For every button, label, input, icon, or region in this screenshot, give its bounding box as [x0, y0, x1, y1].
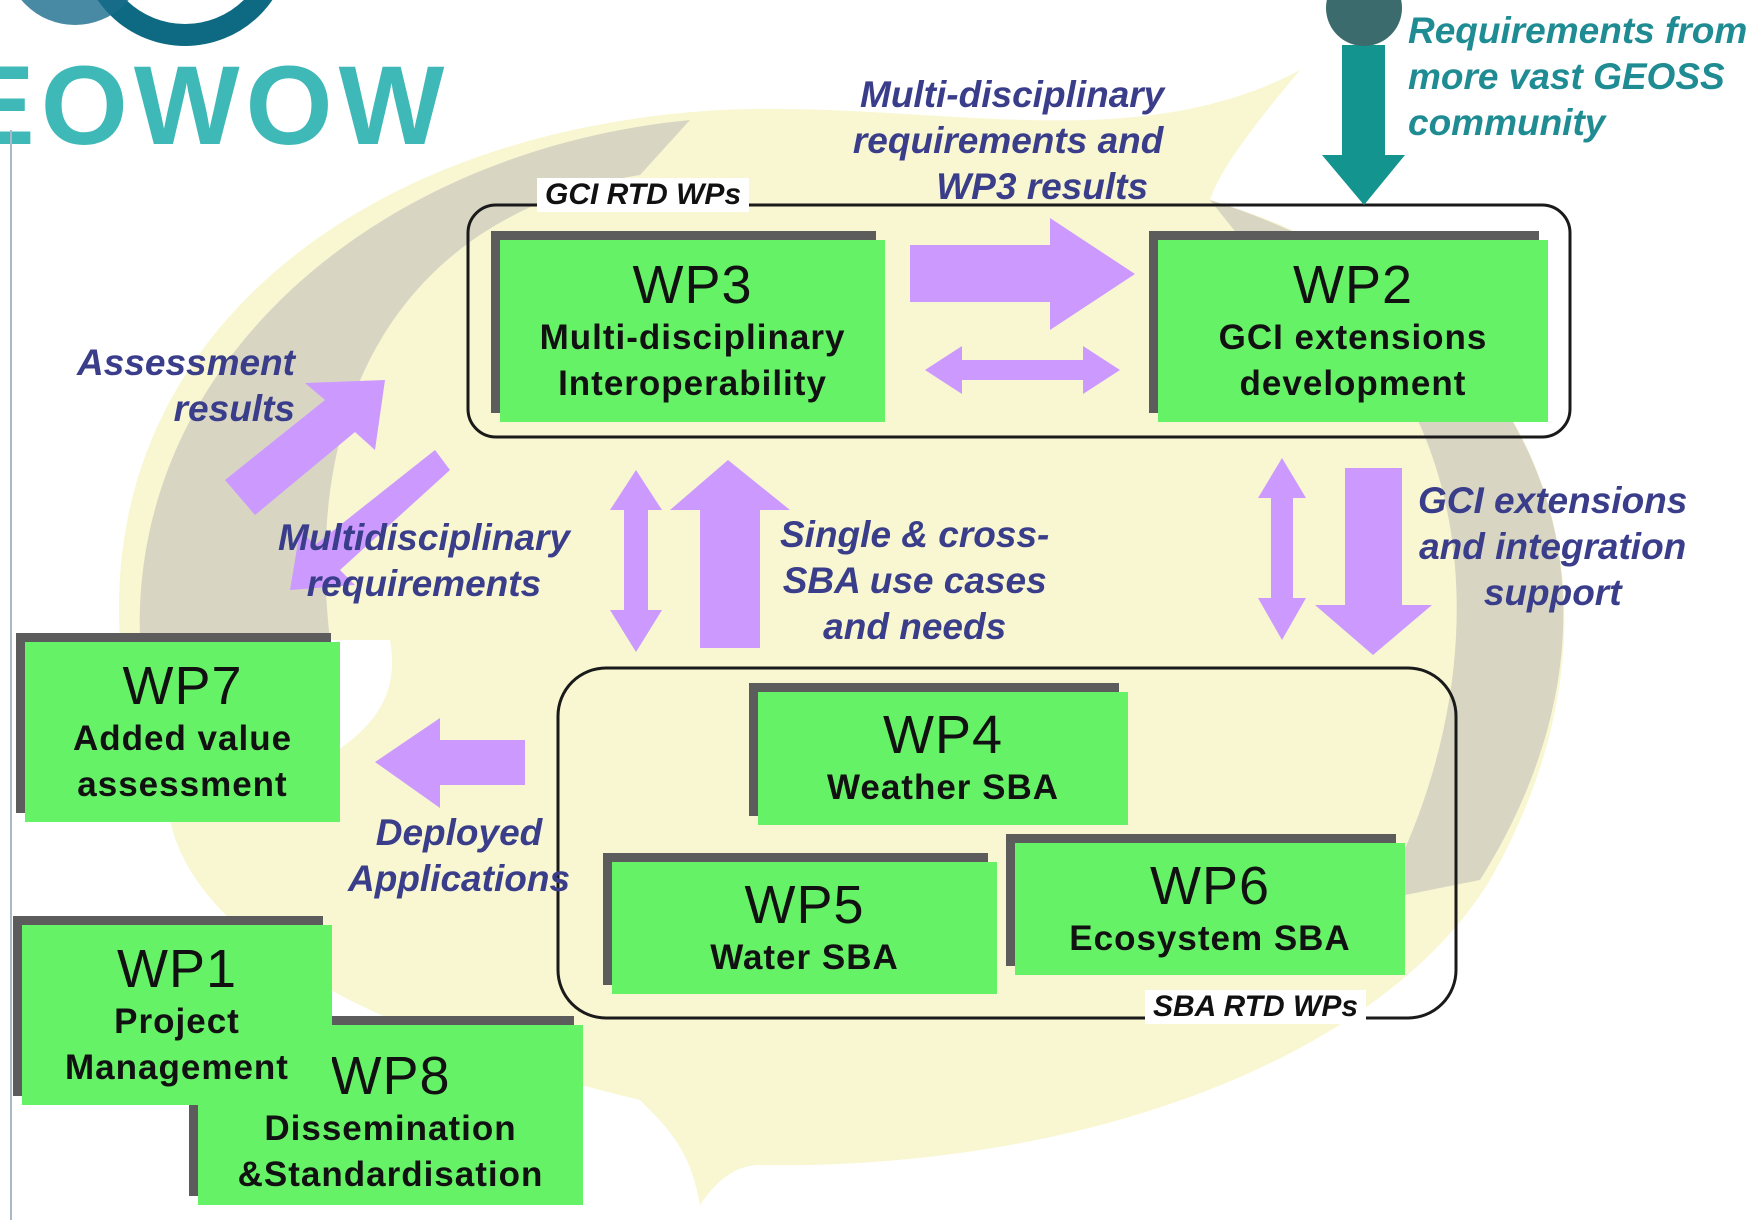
assessment-line1: Assessment: [76, 342, 295, 383]
cycle-arrow-band-left: [139, 120, 691, 640]
deployed-line1: Deployed: [375, 812, 543, 853]
use-cases-line3: and needs: [823, 606, 1007, 647]
wp8-box: WP8 Dissemination &Standardisation: [198, 1025, 583, 1205]
wp3-name-line2: Interoperability: [558, 363, 827, 403]
wp7-box: WP7 Added value assessment: [25, 642, 340, 822]
multi-req-wp3-line3: WP3 results: [936, 166, 1149, 207]
use-cases-label: Single & cross- SBA use cases and needs: [780, 512, 1049, 650]
wp2-name-line1: GCI extensions: [1218, 318, 1488, 358]
use-cases-line1: Single & cross-: [780, 514, 1050, 555]
logo-text: EOWOW: [0, 43, 451, 168]
wp1-id: WP1: [116, 938, 238, 999]
assessment-label: Assessment results: [65, 340, 295, 432]
wp6-name-line1: Ecosystem SBA: [1069, 918, 1351, 958]
sba-rtd-frame: [556, 666, 1458, 1020]
multi-req-wp3-label: Multi-disciplinary requirements and WP3 …: [853, 72, 1165, 210]
deployed-line2: Applications: [348, 858, 571, 899]
wp5-name-line1: Water SBA: [710, 937, 899, 977]
gci-ext-line2: and integration: [1419, 526, 1687, 567]
arrow-use-cases-up: [670, 460, 790, 648]
wp4-box: WP4 Weather SBA: [758, 692, 1128, 825]
assessment-line2: results: [173, 388, 295, 429]
geoss-line3: community: [1408, 102, 1606, 143]
geoss-line1: Requirements from: [1408, 10, 1748, 51]
multidisc-req-line1: Multidisciplinary: [278, 517, 570, 558]
gci-rtd-frame: [466, 203, 1572, 439]
wp2-name-line2: development: [1239, 363, 1467, 403]
sba-rtd-label: SBA RTD WPs: [1145, 990, 1367, 1024]
wp3-name-line1: Multi-disciplinary: [539, 318, 846, 358]
logo-ring-icon: [97, 0, 273, 46]
wp7-name-line1: Added value: [72, 719, 293, 759]
geoss-label: Requirements from more vast GEOSS commun…: [1408, 8, 1747, 146]
wp7-name-line2: assessment: [77, 764, 288, 804]
wp2-id: WP2: [1292, 254, 1414, 315]
multi-req-wp3-line1: Multi-disciplinary: [860, 74, 1165, 115]
gci-ext-label: GCI extensions and integration support: [1418, 478, 1687, 616]
wp7-id: WP7: [122, 655, 243, 716]
wp8-name-line2: &Standardisation: [237, 1154, 544, 1194]
wp1-name-line2: Management: [65, 1047, 289, 1087]
multidisc-req-line2: requirements: [306, 563, 542, 604]
arrow-wp3-wp2-bidirectional: [925, 346, 1120, 394]
wp1-name-line1: Project: [114, 1002, 240, 1042]
multidisc-req-label: Multidisciplinary requirements: [278, 515, 570, 607]
wp8-name-line1: Dissemination: [264, 1109, 517, 1148]
left-border-line: [10, 130, 12, 1220]
use-cases-line2: SBA use cases: [782, 560, 1047, 601]
geoss-line2: more vast GEOSS: [1408, 56, 1725, 97]
wp4-id: WP4: [882, 705, 1004, 766]
wp1-box: WP1 Project Management: [22, 925, 332, 1105]
gci-ext-line1: GCI extensions: [1418, 480, 1688, 521]
gci-ext-line3: support: [1483, 572, 1622, 613]
wp4-name-line1: Weather SBA: [826, 768, 1060, 808]
arrow-multidisc-requirements: [290, 450, 450, 590]
globe-icon: [1326, 0, 1402, 46]
wp2-box: WP2 GCI extensions development: [1158, 240, 1548, 422]
wp3-box: WP3 Multi-disciplinary Interoperability: [500, 240, 885, 422]
arrow-wp3-sba-bidirectional: [610, 470, 662, 652]
logo-ring-inner-icon: [21, 0, 129, 25]
wp3-id: WP3: [632, 254, 753, 315]
multi-req-wp3-line2: requirements and: [852, 120, 1164, 161]
arrow-geoss-down: [1322, 45, 1405, 205]
wp5-id: WP5: [744, 874, 865, 935]
arrow-assessment-results: [225, 380, 385, 515]
arrow-deployed-left: [375, 718, 525, 808]
wp5-box: WP5 Water SBA: [612, 862, 997, 994]
gci-rtd-label: GCI RTD WPs: [537, 178, 750, 212]
arrow-gci-extensions-down: [1315, 468, 1432, 655]
wp8-id: WP8: [330, 1045, 451, 1106]
deployed-label: Deployed Applications: [348, 810, 570, 902]
wp6-box: WP6 Ecosystem SBA: [1015, 843, 1405, 975]
arrow-wp3-to-wp2: [910, 218, 1135, 330]
arrow-wp2-sba-bidirectional: [1258, 458, 1306, 640]
wp6-id: WP6: [1149, 855, 1271, 916]
